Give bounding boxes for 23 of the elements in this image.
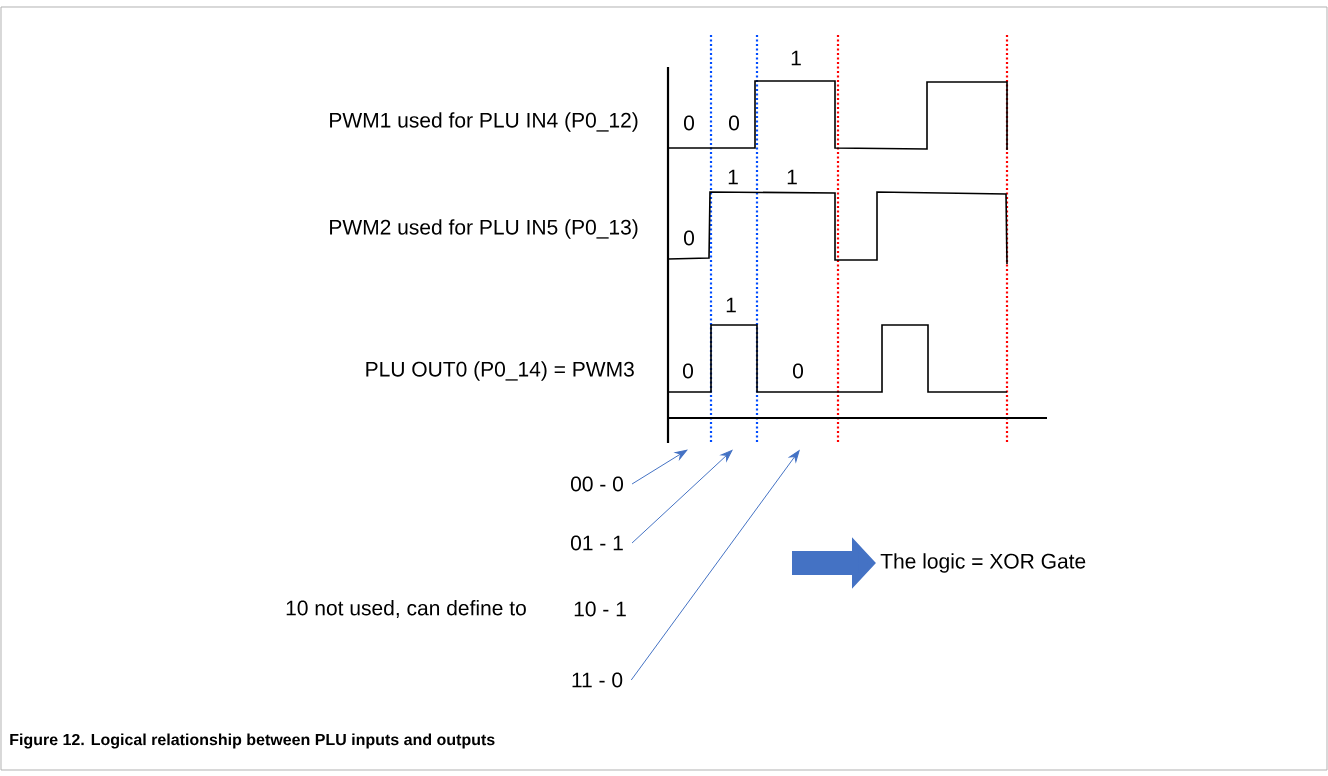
figure-caption: Figure 12. Logical relationship between PLU inputs and outputs [10,733,495,749]
bit-value: 0 [683,363,693,379]
bit-value: 1 [791,50,801,66]
timing-diagram-drawing [666,35,1049,445]
bit-value: 1 [728,169,738,185]
leader-arrow [631,449,688,485]
input-combination-label: 00 - 0 [570,476,623,492]
input-combination-label: 11 - 0 [572,672,623,688]
bit-value: 0 [729,115,739,131]
bit-value: 0 [684,230,694,246]
signal-name: PWM2 used for PLU IN5 (P0_13) [330,219,638,239]
signal-name: PWM1 used for PLU IN4 (P0_12) [330,112,638,132]
bit-value: 1 [787,169,797,185]
bit-value: 0 [793,363,803,379]
bit-value: 0 [684,115,694,131]
conclusion-text: The logic = XOR Gate [880,553,1086,573]
signal-name: PLU OUT0 (P0_14) = PWM3 [366,361,634,381]
leader-arrow [631,449,733,544]
bit-value: 1 [726,297,736,313]
input-combination-label: 01 - 1 [570,535,623,551]
note-text: 10 not used, can define to [286,600,526,618]
leader-arrow [630,450,800,681]
input-combination-label: 10 - 1 [574,601,626,617]
